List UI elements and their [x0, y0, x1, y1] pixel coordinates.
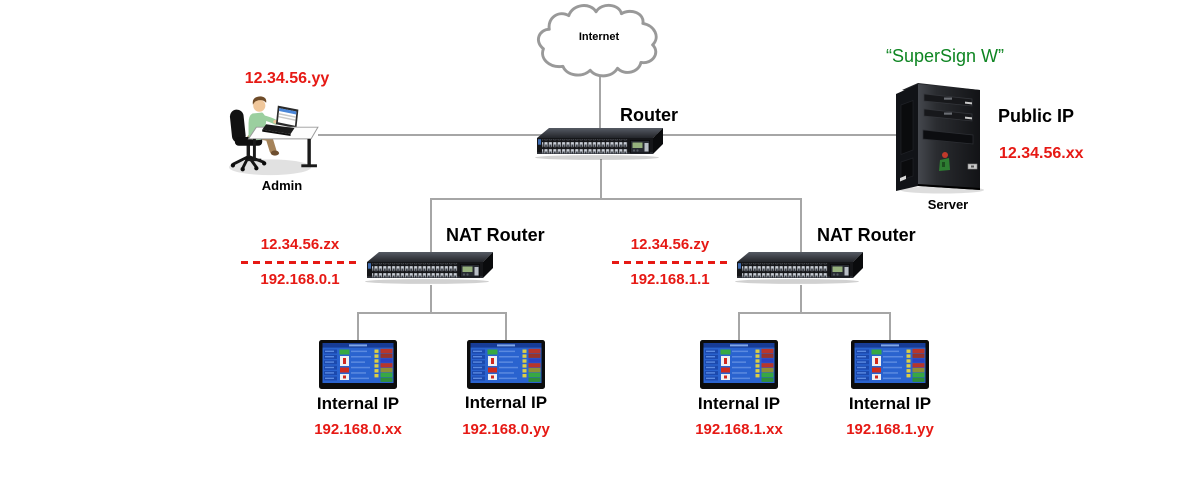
- nat-router-1-device: [365, 251, 497, 290]
- display-3: [700, 340, 778, 394]
- display-1: [319, 340, 397, 394]
- display-1-ip: 192.168.0.xx: [314, 421, 402, 438]
- display-3-ip: 192.168.1.xx: [695, 421, 783, 438]
- server-tower: [888, 78, 988, 199]
- nat-router-1-public-ip: 12.34.56.zx: [260, 236, 340, 253]
- router-device: [535, 127, 667, 166]
- internet-label: Internet: [578, 31, 620, 43]
- connector-nat1-displays: [357, 285, 507, 341]
- display-1-label: Internal IP: [316, 394, 400, 413]
- nat-router-2-divider: [612, 261, 728, 264]
- switch-icon: [535, 127, 667, 161]
- display-3-label: Internal IP: [697, 394, 781, 413]
- display-4-label: Internal IP: [848, 394, 932, 413]
- cloud-icon: [536, 3, 658, 78]
- router-label: Router: [620, 105, 678, 125]
- nat-router-2-device: [735, 251, 867, 290]
- connector-nat2-displays: [738, 285, 891, 341]
- switch-icon: [735, 251, 867, 285]
- nat-router-1-divider: [241, 261, 359, 264]
- signage-monitor-icon: [467, 340, 545, 389]
- display-4: [851, 340, 929, 394]
- admin-icon: [229, 96, 319, 176]
- server-icon: [896, 83, 984, 194]
- connector-router-nat-tee: [430, 198, 802, 253]
- admin-label: Admin: [261, 178, 303, 193]
- server-app-name: “SuperSign W”: [885, 46, 1005, 66]
- nat-router-1-private-ip: 192.168.0.1: [260, 271, 340, 288]
- server-label: Server: [927, 197, 969, 212]
- display-2-label: Internal IP: [464, 393, 548, 412]
- nat-router-2-label: NAT Router: [817, 225, 916, 245]
- nat-router-2-private-ip: 192.168.1.1: [630, 271, 710, 288]
- nat-router-2-public-ip: 12.34.56.zy: [630, 236, 710, 253]
- display-2: [467, 340, 545, 394]
- admin-figure: [222, 92, 322, 183]
- signage-monitor-icon: [700, 340, 778, 389]
- internet-cloud: Internet: [535, 2, 663, 80]
- display-2-ip: 192.168.0.yy: [462, 421, 550, 438]
- signage-monitor-icon: [319, 340, 397, 389]
- switch-icon: [365, 251, 497, 285]
- display-4-ip: 192.168.1.yy: [846, 421, 934, 438]
- nat-router-1-label: NAT Router: [446, 225, 545, 245]
- server-public-ip: 12.34.56.xx: [999, 145, 1084, 162]
- admin-ip: 12.34.56.yy: [244, 70, 330, 87]
- server-public-ip-label: Public IP: [998, 106, 1075, 126]
- signage-monitor-icon: [851, 340, 929, 389]
